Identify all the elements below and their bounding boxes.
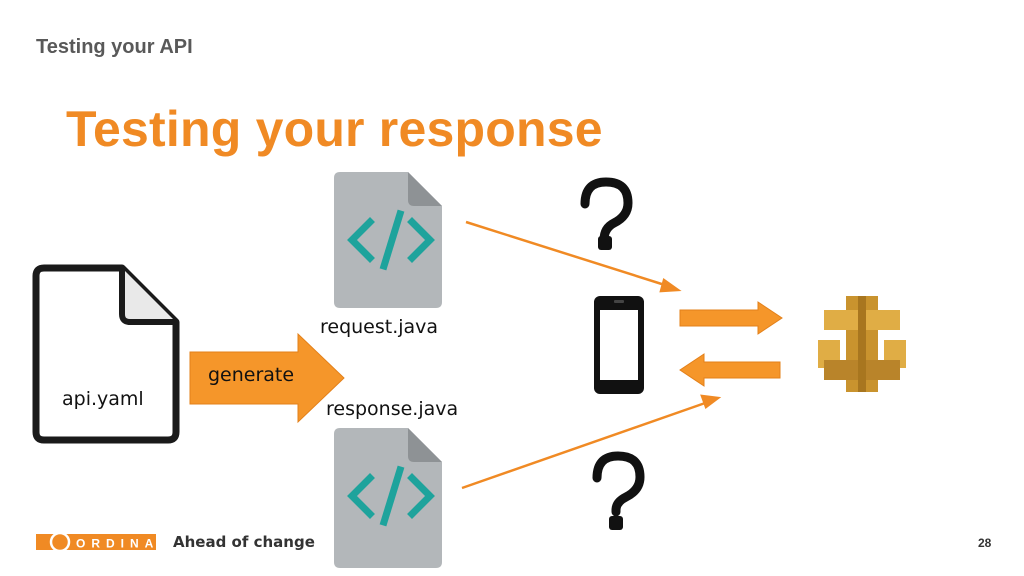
api-gateway-icon [818, 296, 906, 392]
request-java-label: request.java [320, 316, 439, 338]
page-number: 28 [978, 536, 992, 550]
generate-label: generate [208, 364, 295, 386]
request-code-file-icon [334, 172, 442, 308]
question-icon-top [580, 177, 633, 250]
api-yaml-document-icon [32, 264, 180, 444]
api-yaml-label: api.yaml [62, 388, 144, 410]
response-arrow [461, 394, 722, 490]
question-icon-bottom [592, 451, 645, 530]
request-arrow [465, 220, 682, 293]
footer-tagline: Ahead of change [173, 533, 315, 551]
incoming-arrow [679, 353, 781, 387]
generate-arrow [189, 332, 345, 424]
section-title: Testing your API [36, 36, 193, 58]
svg-text:ORDINA: ORDINA [76, 537, 159, 551]
response-java-label: response.java [326, 398, 459, 420]
slide-title: Testing your response [66, 101, 603, 157]
outgoing-arrow [679, 301, 783, 335]
smartphone-icon [594, 296, 644, 394]
response-code-file-icon [334, 428, 442, 568]
ordina-logo: ORDINA [36, 531, 159, 553]
